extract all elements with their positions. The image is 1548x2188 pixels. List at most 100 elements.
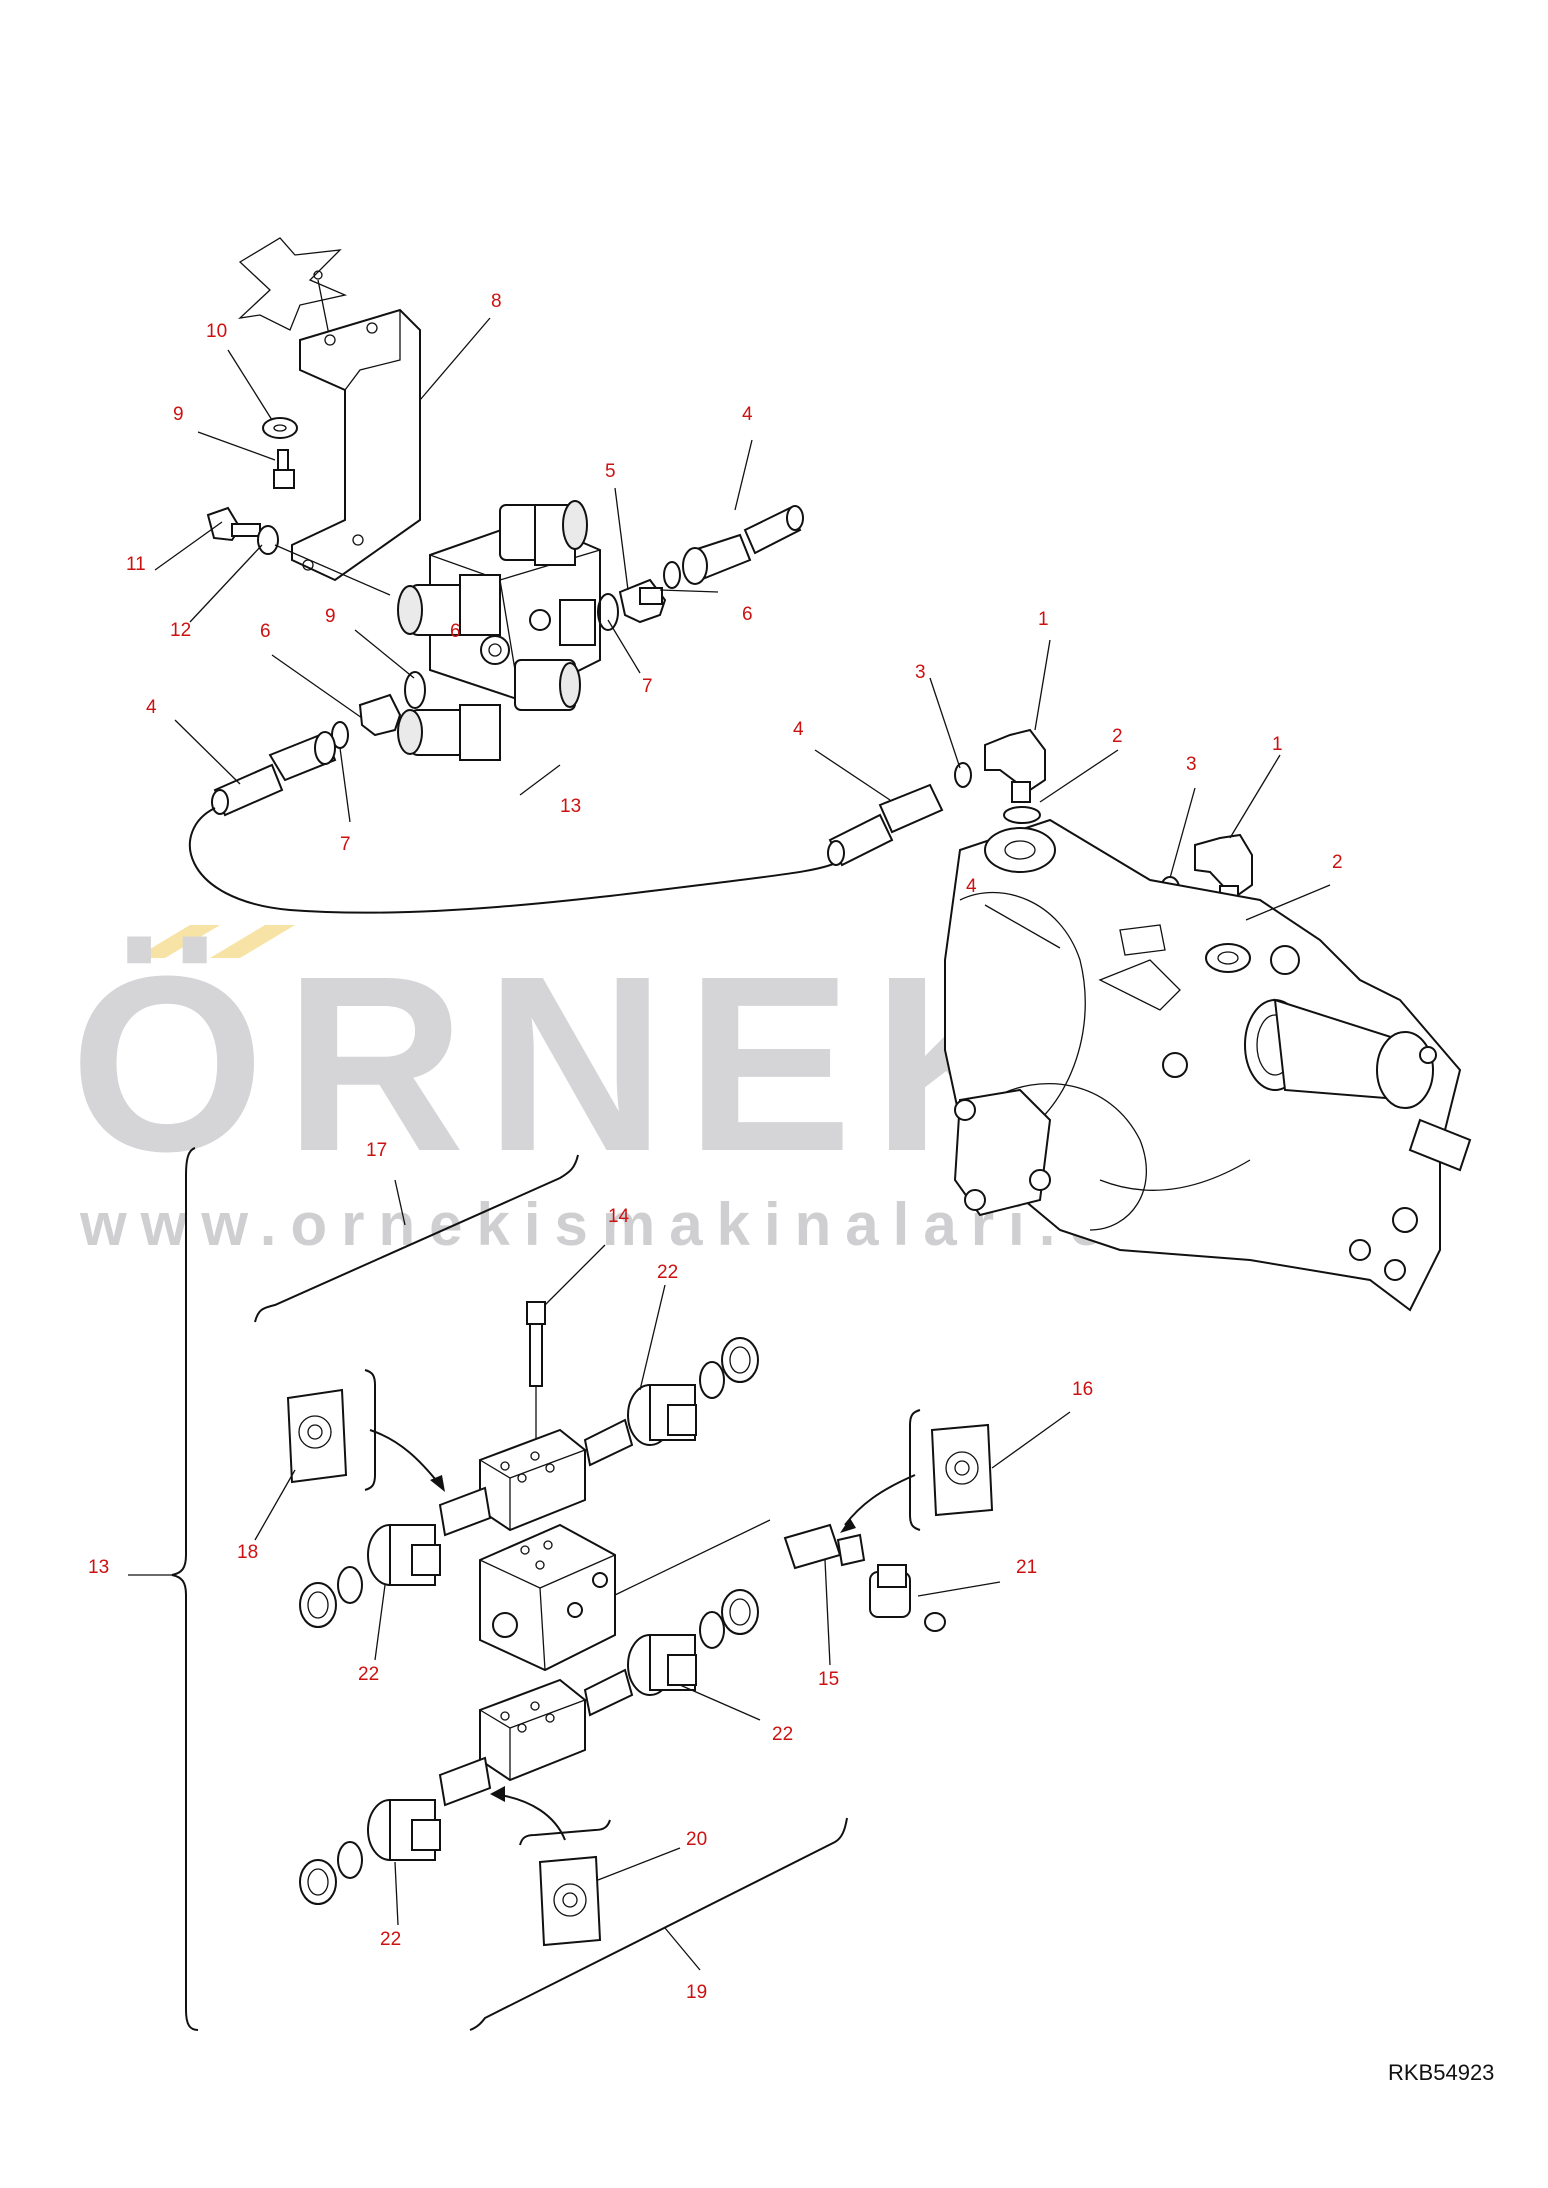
hose-route [188, 807, 841, 914]
callout-label: 6 [450, 621, 461, 642]
bolt-head [273, 469, 295, 489]
bracket-hole [324, 334, 336, 346]
callout-label: 12 [170, 620, 191, 641]
coil-nut [721, 1589, 759, 1635]
manifold-block [479, 1523, 616, 1672]
valve-housing-edge [479, 1449, 586, 1530]
washer [257, 525, 279, 555]
watermark-accent-right [210, 925, 295, 958]
bracket-hole [366, 322, 378, 334]
callout-label: 18 [237, 1542, 258, 1563]
solenoid-connector [667, 1654, 697, 1686]
callout-label: 3 [915, 662, 926, 683]
washer-hole [273, 424, 287, 432]
callout-label: 7 [642, 676, 653, 697]
spool-right [583, 1668, 634, 1717]
manifold-port [543, 1540, 553, 1550]
bracket-fold [344, 310, 401, 391]
callout-label: 14 [608, 1206, 630, 1227]
callout-label: 4 [793, 719, 804, 740]
mounting-surface [238, 237, 348, 331]
coil-nut-inner [307, 1591, 329, 1619]
callout-label: 1 [1038, 609, 1049, 630]
elbow-fitting [1194, 833, 1253, 897]
callout-label: 4 [742, 404, 753, 425]
group-brace [171, 1147, 199, 2031]
solenoid-connector [411, 1819, 441, 1851]
callout-label: 22 [380, 1929, 401, 1950]
valve-port [530, 1451, 540, 1461]
coil-nut-inner [729, 1598, 751, 1626]
cartridge-tip [836, 1533, 866, 1567]
hose-fitting-end [314, 731, 336, 765]
o-ring [699, 1361, 725, 1399]
callouts-upper: 8 10 9 4 11 5 12 6 7 6 9 6 5 1 4 13 3 7 … [126, 291, 1343, 897]
callout-label: 2 [1332, 852, 1343, 873]
manifold-port [535, 1560, 545, 1570]
valve-port [545, 1713, 555, 1723]
callout-label: 10 [206, 321, 227, 342]
spool-left [438, 1486, 492, 1537]
callout-label: 4 [146, 697, 157, 718]
kit-symbol-20 [490, 1786, 611, 1947]
adapter-stem [639, 587, 663, 605]
kit-symbol-16 [840, 1409, 994, 1533]
valve-port [500, 1461, 510, 1471]
o-ring [337, 1566, 363, 1604]
callout-label: 16 [1072, 1379, 1093, 1400]
leader-lines [154, 317, 1331, 1971]
washer [262, 417, 298, 439]
bolt-shank [231, 523, 261, 537]
hose-end [211, 789, 229, 815]
solenoid-connector [411, 1544, 441, 1576]
callout-label: 22 [772, 1724, 793, 1745]
valve-housing [479, 1678, 586, 1782]
coil-nut [299, 1582, 337, 1628]
manifold-port [592, 1572, 608, 1588]
valve-port [517, 1723, 527, 1733]
manifold-port [492, 1612, 518, 1638]
watermark-accent-left [135, 925, 220, 958]
manifold-block-edge [479, 1554, 616, 1671]
callout-label: 13 [560, 796, 581, 817]
bolt-axis [274, 544, 391, 596]
solenoid-connector [667, 1404, 697, 1436]
callout-label: 3 [1186, 754, 1197, 775]
coil-nut [299, 1859, 337, 1905]
cap-screw-shank [529, 1323, 543, 1387]
o-ring [597, 593, 619, 631]
o-ring [954, 762, 972, 788]
valve-port [517, 1473, 527, 1483]
o-ring [699, 1611, 725, 1649]
o-ring [404, 671, 426, 709]
callout-label: 15 [818, 1669, 839, 1690]
callout-label: 20 [686, 1829, 707, 1850]
valve-port [530, 1701, 540, 1711]
bolt-axis [317, 279, 331, 341]
group-bracket [254, 1154, 579, 1323]
callout-label: 6 [260, 621, 271, 642]
hose-fitting [878, 783, 944, 834]
manifold-port [567, 1602, 583, 1618]
hose-end [827, 840, 845, 866]
o-ring [1003, 806, 1041, 824]
valve-housing [479, 1428, 586, 1532]
watermark: ÖRNEK www.ornekismakinalari.com.tr [70, 924, 1323, 1258]
coil-nut [721, 1337, 759, 1383]
axle-housing [944, 818, 1472, 1312]
bracket-hole [352, 534, 364, 546]
kit-symbol-18 [286, 1369, 445, 1492]
valve-port [545, 1463, 555, 1473]
adapter [358, 693, 402, 737]
spool-left [438, 1756, 492, 1807]
elbow-stem [1011, 781, 1031, 803]
callout-label: 5 [605, 461, 616, 482]
figure-code: RKB54923 [1388, 2060, 1494, 2085]
callout-label: 7 [340, 834, 351, 855]
callout-label: 4 [966, 876, 977, 897]
callout-label: 11 [126, 554, 146, 575]
callout-label: 2 [1112, 726, 1123, 747]
callout-label: 19 [686, 1982, 707, 2003]
cartridge-axis [614, 1519, 771, 1596]
